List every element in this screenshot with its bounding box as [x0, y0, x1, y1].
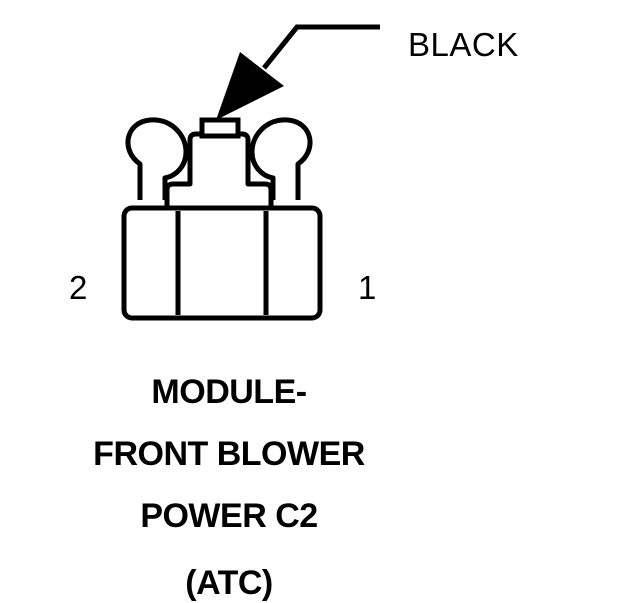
connector-body: [121, 205, 323, 321]
pin-number-1: 1: [358, 269, 377, 306]
connector-title-line-4: (ATC): [185, 564, 273, 602]
right-lock-tab: [249, 117, 313, 200]
left-lock-tab: [125, 117, 189, 200]
pointer-arrow: [216, 52, 284, 120]
connector-title-line-3: POWER C2: [140, 497, 318, 535]
leader-line: [262, 24, 380, 70]
latch-nub: [199, 117, 241, 139]
connector-title-line-2: FRONT BLOWER: [93, 435, 365, 473]
wire-color-label: BLACK: [408, 26, 519, 63]
connector-title-line-1: MODULE-: [151, 373, 307, 411]
pin-number-2: 2: [69, 269, 88, 306]
